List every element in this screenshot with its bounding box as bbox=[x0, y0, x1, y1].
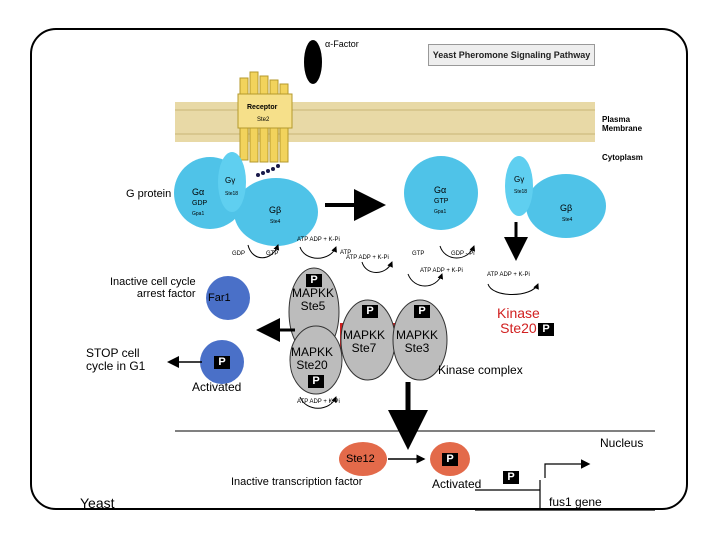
far1-label: Far1 bbox=[208, 292, 231, 304]
receptor-icon bbox=[237, 71, 293, 163]
receptor-label: Receptor bbox=[247, 104, 278, 111]
g-alpha-active bbox=[404, 156, 478, 230]
atp-adp-label-2: ATP ADP + K-Pi bbox=[346, 255, 389, 261]
inactive-cell-cycle-label: Inactive cell cycle arrest factor bbox=[110, 276, 196, 301]
plasma-membrane-label: Plasma Membrane bbox=[602, 115, 643, 133]
g-alpha-active-sub-label: Gpa1 bbox=[434, 209, 447, 215]
atp-adp-label-3: ATP ADP + K-Pi bbox=[420, 268, 463, 274]
g-beta-sub-label: Ste4 bbox=[270, 219, 281, 225]
kinase-complex-label: Kinase complex bbox=[438, 363, 523, 377]
receptor-dots bbox=[256, 164, 280, 177]
alpha-factor-icon bbox=[304, 40, 322, 84]
g-beta-label: Gβ bbox=[269, 205, 282, 215]
ste12-circle bbox=[339, 442, 387, 476]
phospho-badge-ste7: P bbox=[362, 305, 378, 318]
g-alpha-active-label: Gα bbox=[434, 185, 447, 195]
arrows bbox=[167, 189, 539, 464]
atp-adp-label-1: ATP ADP + K-Pi bbox=[297, 237, 340, 243]
diagram-title: Yeast Pheromone Signaling Pathway bbox=[428, 44, 595, 66]
gtp-label-2: GTP bbox=[412, 251, 425, 257]
phospho-badge-ste12: P bbox=[442, 453, 458, 466]
g-beta-gamma-free bbox=[505, 156, 606, 238]
slide-frame bbox=[30, 28, 688, 510]
g-protein-complex-inactive bbox=[174, 152, 318, 246]
phospho-badge-kinase: P bbox=[538, 323, 554, 336]
mapkk-ste5-label: MAPKK Ste5 bbox=[292, 286, 335, 314]
mapkk-ste7-label: MAPKK Ste7 bbox=[343, 328, 386, 356]
fus1-gene-label: fus1 gene bbox=[549, 495, 602, 509]
kinase-ste20-label: Kinase Ste20 bbox=[497, 305, 540, 337]
atp-label-1: ATP bbox=[340, 250, 352, 256]
gdp-pi-label: GDP - Pi bbox=[451, 251, 475, 257]
phospho-badge-gene: P bbox=[503, 471, 519, 484]
cytoplasm-label: Cytoplasm bbox=[602, 153, 643, 162]
atp-adp-label-5: ATP ADP + K-Pi bbox=[297, 399, 340, 405]
ste12-label: Ste12 bbox=[346, 453, 375, 465]
g-protein-label: G protein bbox=[126, 188, 172, 200]
g-alpha-label: Gα bbox=[192, 187, 205, 197]
activated-label-2: Activated bbox=[432, 477, 482, 491]
mapkk-ste3-oval bbox=[392, 299, 448, 381]
yeast-label: Yeast bbox=[80, 495, 115, 511]
gtp-label: GTP bbox=[266, 251, 279, 257]
gene-structure bbox=[475, 459, 655, 511]
mapkk-ste20-oval bbox=[289, 325, 343, 395]
g-alpha-gtp-label: GTP bbox=[434, 198, 449, 205]
g-alpha-gdp-label: GDP bbox=[192, 200, 208, 207]
g-gamma-label: Gγ bbox=[225, 176, 236, 185]
g-gamma-free-sub-label: Ste18 bbox=[514, 189, 528, 195]
phospho-badge-ste5: P bbox=[306, 274, 322, 287]
g-alpha-sub-label: Gpa1 bbox=[192, 211, 205, 217]
g-gamma-sub-label: Ste18 bbox=[225, 191, 239, 197]
nucleus-label: Nucleus bbox=[600, 436, 644, 450]
phospho-badge-activated: P bbox=[214, 356, 230, 369]
stop-cell-cycle-label: STOP cell cycle in G1 bbox=[86, 346, 146, 374]
inactive-tf-label: Inactive transcription factor bbox=[231, 476, 363, 488]
phospho-badge-ste3: P bbox=[414, 305, 430, 318]
phospho-badge-ste20: P bbox=[308, 375, 324, 388]
far1-circle bbox=[206, 276, 250, 320]
activated-label-1: Activated bbox=[192, 380, 242, 394]
g-beta-free-sub-label: Ste4 bbox=[562, 217, 573, 223]
gdp-label: GDP bbox=[232, 251, 246, 257]
atp-adp-label-4: ATP ADP + K-Pi bbox=[487, 272, 530, 278]
alpha-factor-label: α-Factor bbox=[325, 39, 359, 49]
receptor-sub-label: Ste2 bbox=[257, 117, 270, 123]
mapkk-ste3-label: MAPKK Ste3 bbox=[396, 328, 439, 356]
g-beta-free-label: Gβ bbox=[560, 203, 573, 213]
g-gamma-free-label: Gγ bbox=[514, 175, 525, 184]
mapkk-ste20-label: MAPKK Ste20 bbox=[291, 345, 334, 373]
